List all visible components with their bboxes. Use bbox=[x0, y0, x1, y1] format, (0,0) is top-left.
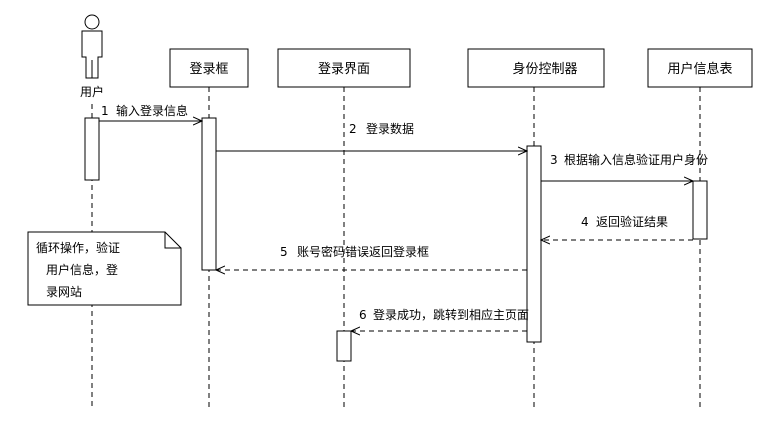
message-text: 登录成功，跳转到相应主页面 bbox=[373, 307, 529, 322]
message-text: 输入登录信息 bbox=[116, 103, 188, 118]
message-number: 3 bbox=[550, 153, 558, 167]
actor-head bbox=[84, 14, 100, 30]
message-2: 2 登录数据 bbox=[216, 121, 527, 151]
message-number: 6 bbox=[359, 308, 367, 322]
lifeline-label: 用户信息表 bbox=[667, 61, 732, 77]
lifeline-box bbox=[277, 48, 411, 88]
message-5: 5 账号密码错误返回登录框 bbox=[216, 244, 527, 270]
message-4: 4 返回验证结果 bbox=[541, 214, 693, 240]
actor-user: 用户 bbox=[80, 14, 104, 99]
lifeline-box bbox=[647, 48, 753, 88]
note: 循环操作，验证 用户信息，登 录网站 bbox=[27, 231, 182, 306]
activation-identity-controller bbox=[526, 145, 542, 343]
message-text: 账号密码错误返回登录框 bbox=[297, 244, 429, 259]
activation-user-info-table bbox=[692, 180, 708, 240]
lifeline-box bbox=[467, 48, 605, 88]
actor-body bbox=[81, 30, 103, 79]
lifeline-label: 登录界面 bbox=[318, 62, 370, 77]
message-text: 返回验证结果 bbox=[596, 214, 668, 229]
message-number: 5 bbox=[280, 245, 288, 259]
message-3: 3 根据输入信息验证用户身份 bbox=[541, 152, 708, 181]
lifelines bbox=[91, 87, 701, 408]
lifeline-head-login-box: 登录框 bbox=[169, 48, 249, 88]
message-number: 2 bbox=[349, 122, 357, 136]
message-text: 登录数据 bbox=[366, 121, 414, 136]
lifeline-label: 身份控制器 bbox=[512, 61, 577, 77]
lifeline-label: 登录框 bbox=[189, 62, 228, 77]
lifeline-head-login-ui: 登录界面 bbox=[277, 48, 411, 88]
activation-login-ui bbox=[336, 330, 352, 362]
lifeline-head-identity-controller: 身份控制器 bbox=[467, 48, 605, 88]
lifeline-head-user-info-table: 用户信息表 bbox=[647, 48, 753, 88]
message-1: 1 输入登录信息 bbox=[99, 103, 202, 121]
message-number: 4 bbox=[581, 215, 589, 229]
message-text: 根据输入信息验证用户身份 bbox=[564, 152, 708, 167]
message-number: 1 bbox=[101, 104, 109, 118]
note-fold bbox=[164, 232, 181, 249]
activation-login-box bbox=[201, 117, 217, 271]
note-line-3: 录网站 bbox=[46, 285, 82, 299]
note-line-1: 循环操作，验证 bbox=[36, 240, 120, 255]
note-shape bbox=[27, 231, 182, 306]
note-line-2: 用户信息，登 bbox=[46, 262, 118, 277]
lifeline-box bbox=[169, 48, 249, 88]
activation-user bbox=[84, 117, 100, 181]
actor-label: 用户 bbox=[80, 84, 104, 99]
message-6: 6 登录成功，跳转到相应主页面 bbox=[351, 307, 529, 331]
